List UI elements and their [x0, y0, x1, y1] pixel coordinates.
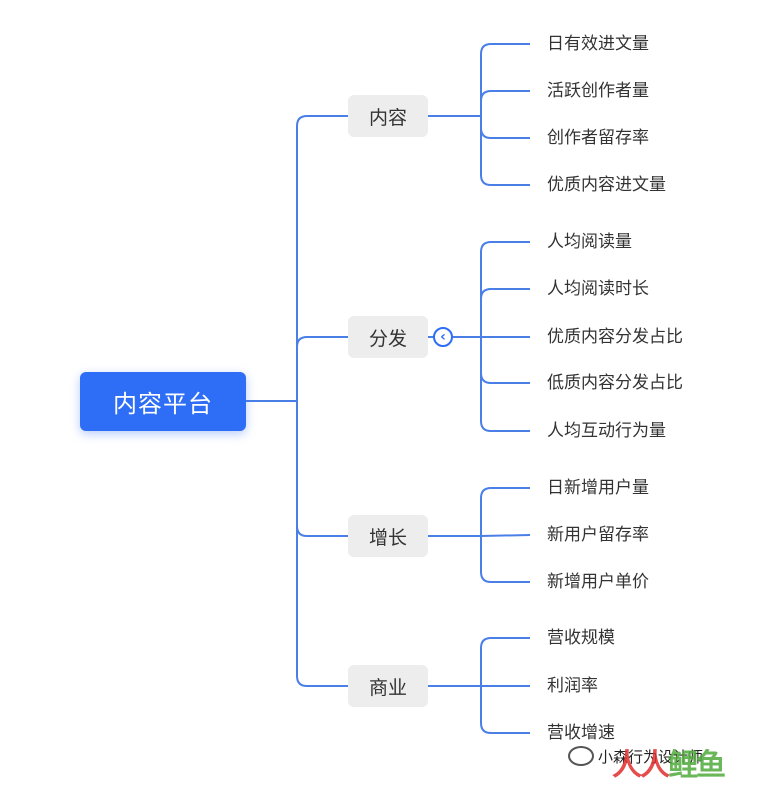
leaf-connector — [480, 116, 530, 186]
leaf-connector — [480, 487, 530, 536]
leaf-connector — [480, 686, 530, 734]
watermark-logo: 人人鲤鱼 — [612, 748, 726, 783]
leaf-node[interactable]: 活跃创作者量 — [547, 81, 649, 101]
collapse-toggle-icon[interactable]: ‹ — [433, 327, 453, 347]
leaf-node[interactable]: 优质内容分发占比 — [547, 327, 683, 347]
branch-node-content[interactable]: 内容 — [348, 95, 428, 137]
leaf-connector — [480, 337, 530, 384]
leaf-node[interactable]: 营收规模 — [547, 628, 615, 648]
wechat-icon — [568, 746, 594, 766]
leaf-connector — [480, 637, 530, 686]
leaf-node[interactable]: 新用户留存率 — [547, 525, 649, 545]
branch-connector — [296, 401, 348, 687]
leaf-connector — [480, 241, 530, 337]
leaf-node[interactable]: 优质内容进文量 — [547, 175, 666, 195]
branch-node-growth[interactable]: 增长 — [348, 515, 428, 557]
branch-connector — [296, 336, 348, 401]
leaf-node[interactable]: 人均阅读时长 — [547, 279, 649, 299]
leaf-node[interactable]: 日有效进文量 — [547, 34, 649, 54]
branch-connector — [296, 115, 348, 401]
leaf-connector — [480, 90, 530, 116]
leaf-node[interactable]: 新增用户单价 — [547, 572, 649, 592]
leaf-node[interactable]: 营收增速 — [547, 723, 615, 743]
leaf-node[interactable]: 日新增用户量 — [547, 478, 649, 498]
leaf-node[interactable]: 创作者留存率 — [547, 128, 649, 148]
leaf-node[interactable]: 低质内容分发占比 — [547, 373, 683, 393]
watermark: 小森行为设计师 — [568, 742, 703, 770]
leaf-connector — [480, 43, 530, 116]
watermark-text: 小森行为设计师 — [598, 747, 704, 766]
leaf-connector — [480, 337, 530, 432]
leaf-node[interactable]: 人均互动行为量 — [547, 421, 666, 441]
leaf-connector — [480, 288, 530, 337]
leaf-connector — [480, 116, 530, 139]
leaf-node[interactable]: 人均阅读量 — [547, 232, 632, 252]
branch-node-distribution[interactable]: 分发 — [348, 316, 428, 358]
root-node[interactable]: 内容平台 — [80, 372, 246, 431]
leaf-connector — [480, 536, 530, 583]
leaf-node[interactable]: 利润率 — [547, 676, 598, 696]
branch-node-business[interactable]: 商业 — [348, 665, 428, 707]
leaf-connector — [480, 534, 531, 537]
branch-connector — [296, 401, 348, 537]
